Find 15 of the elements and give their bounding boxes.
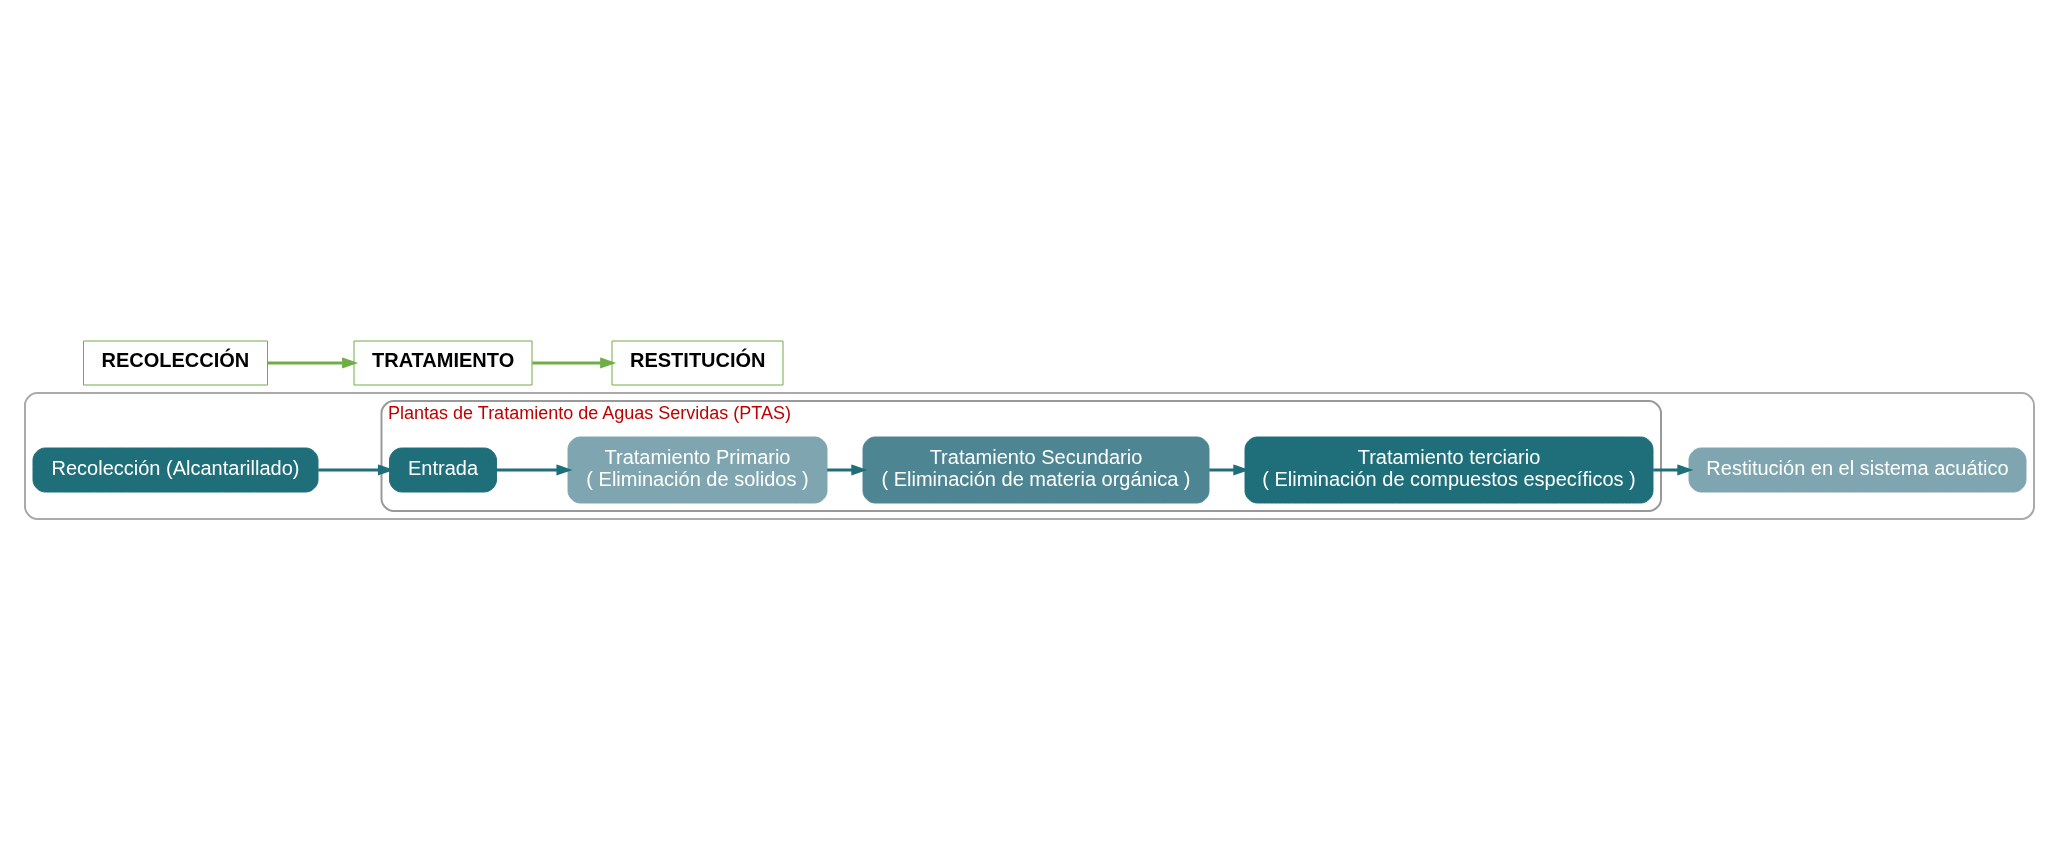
node-box: RECOLECCIÓN	[82, 340, 268, 386]
arrow	[267, 357, 358, 369]
cluster	[23, 392, 2035, 520]
node-box: RESTITUCIÓN	[611, 340, 783, 386]
arrow	[1652, 464, 1693, 476]
node-box: Tratamiento terciario ( Eliminación de compuestos específicos )	[1244, 436, 1653, 504]
node-box: Tratamiento Secundario ( Eliminación de materia orgánica )	[862, 436, 1209, 504]
arrow	[531, 357, 616, 369]
node-box: Recolección (Alcantarillado)	[32, 447, 318, 493]
arrow	[826, 464, 867, 476]
node-box: Entrada	[388, 447, 497, 493]
node-box: TRATAMIENTO	[353, 340, 532, 386]
arrow	[496, 464, 572, 476]
node-box: Restitución en el sistema acuático	[1688, 447, 2026, 493]
node-box: Tratamiento Primario ( Eliminación de solidos )	[567, 436, 827, 504]
